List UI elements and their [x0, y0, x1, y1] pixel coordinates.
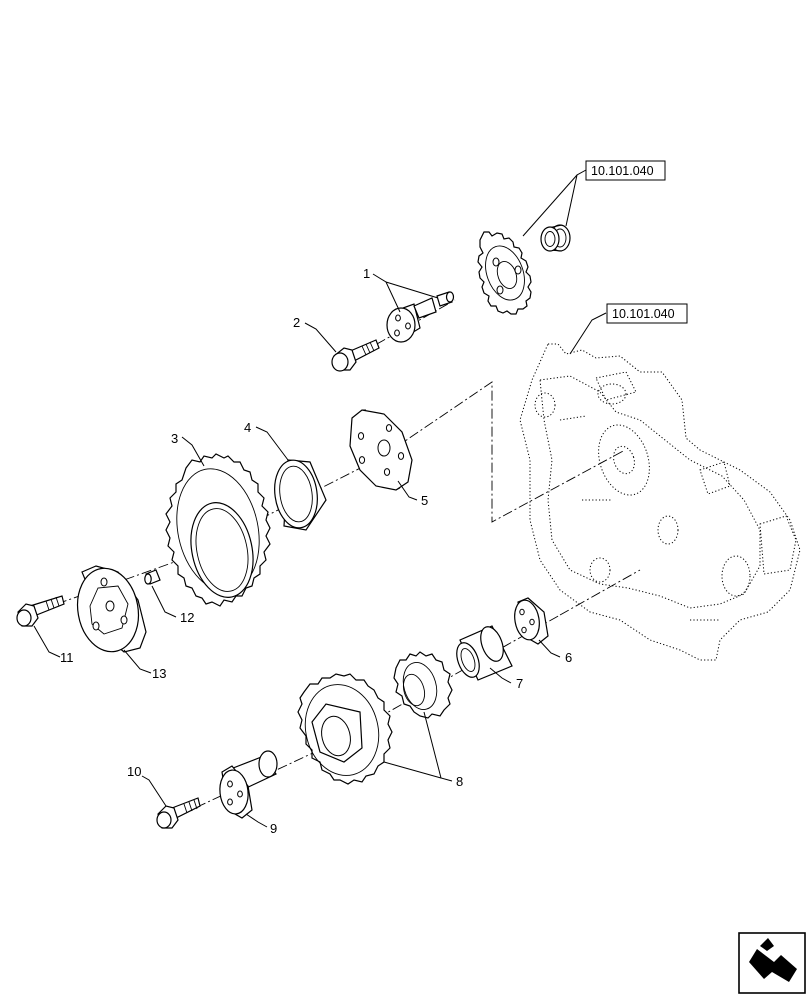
- part-9-stub-shaft: [219, 750, 278, 819]
- callout-2: 2: [293, 315, 300, 330]
- callout-3: 3: [171, 431, 178, 446]
- part-1-dowel-pin: [436, 291, 455, 307]
- next-page-arrow-icon[interactable]: [738, 932, 806, 994]
- callout-12: 12: [180, 610, 194, 625]
- part-13-hub-plate: [76, 565, 147, 653]
- part-5-thrust-plate: [349, 409, 413, 491]
- part-2-bolt: [331, 339, 380, 372]
- bearing-ring: [540, 224, 571, 252]
- part-11-bolt: [16, 595, 65, 627]
- part-1-hub: [386, 297, 437, 343]
- reference-box-housing[interactable]: 10.101.040: [606, 303, 688, 324]
- callout-1: 1: [363, 266, 370, 281]
- callout-labels: 1 2 3 4 5 12 6 7 11 13 8 10 9: [60, 266, 572, 836]
- timing-housing: [519, 343, 801, 661]
- upper-gear: [477, 231, 532, 315]
- part-4-bush: [274, 459, 327, 531]
- leader-lines: [33, 169, 607, 828]
- part-8-small-gear: [393, 651, 453, 719]
- callout-9: 9: [270, 821, 277, 836]
- reference-label-housing: 10.101.040: [612, 307, 675, 321]
- callout-4: 4: [244, 420, 251, 435]
- part-8-large-gear: [297, 673, 393, 785]
- part-7-sleeve: [456, 625, 513, 681]
- reference-label-top: 10.101.040: [591, 164, 654, 178]
- callout-5: 5: [421, 493, 428, 508]
- part-3-large-gear: [165, 453, 271, 607]
- part-10-bolt: [156, 797, 201, 829]
- callout-10: 10: [127, 764, 141, 779]
- callout-13: 13: [152, 666, 166, 681]
- reference-box-top[interactable]: 10.101.040: [585, 160, 666, 181]
- part-12-dowel: [144, 569, 161, 585]
- callout-6: 6: [565, 650, 572, 665]
- callout-7: 7: [516, 676, 523, 691]
- callout-11: 11: [60, 650, 74, 665]
- callout-8: 8: [456, 774, 463, 789]
- part-6-plate: [514, 597, 549, 645]
